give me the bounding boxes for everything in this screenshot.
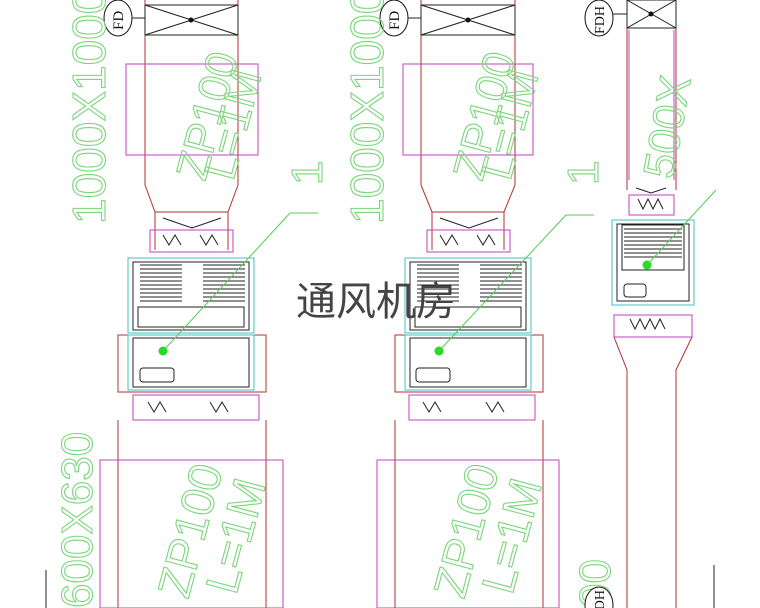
fan-section: [414, 306, 522, 328]
fdh-tag-bubble: [584, 586, 614, 608]
damper-pivot: [465, 17, 471, 23]
silencer-lower: [99, 459, 284, 608]
damper-pivot: [648, 11, 654, 17]
flex-connector: [426, 229, 511, 253]
flex-hatch: [439, 234, 496, 246]
duct-size-upper: 1000X1000: [341, 0, 393, 224]
flex-hatch: [637, 197, 664, 211]
fan-motor-frame: [132, 337, 250, 388]
fdh-tag-top: FDH: [593, 6, 608, 34]
fire-damper: [420, 4, 516, 36]
fdh-tag-bubble: [584, 0, 614, 37]
duct-wall: [675, 336, 693, 608]
fan-section: [621, 224, 685, 271]
silencer-lower: [376, 459, 560, 608]
silencer-upper: [402, 63, 534, 156]
fan-base: [394, 334, 544, 393]
leader-line: [646, 189, 717, 266]
check-damper: [162, 217, 222, 229]
flex-hatch: [629, 317, 666, 331]
fan-coil-block: [616, 223, 690, 302]
leader-line: [438, 214, 567, 352]
hvac-unit-1: FD 1 1000X1000 ZP100 L=1M: [52, 0, 333, 608]
leader-number: 1: [283, 161, 332, 185]
flex-hatch: [162, 234, 219, 246]
fan-motor-housing: [404, 334, 532, 391]
damper-pivot: [188, 17, 194, 23]
flex-hatch: [422, 401, 505, 413]
leader-line: [162, 212, 291, 352]
check-damper: [635, 187, 667, 194]
fan-section: [137, 306, 245, 328]
duct-size-upper: 500X: [635, 72, 701, 182]
fd-tag: FD: [111, 11, 127, 30]
fan-base: [117, 334, 267, 393]
fd-tag: FD: [387, 11, 403, 30]
fan-coil-block: [409, 261, 527, 331]
hvac-unit-3: FDH 500X 00 FDH: [570, 0, 717, 608]
check-damper: [439, 217, 499, 229]
fire-damper: [144, 4, 239, 36]
flex-connector: [149, 229, 234, 253]
fan-motor-frame: [409, 337, 527, 388]
fan-unit-housing: [127, 257, 255, 334]
fdh-tag-bottom: FDH: [593, 590, 608, 608]
fan-unit-housing: [611, 219, 695, 306]
flex-connector-lower: [408, 394, 536, 421]
motor: [139, 367, 175, 383]
flex-connector: [628, 194, 675, 216]
flex-hatch: [147, 401, 229, 413]
silencer-upper: [125, 63, 259, 156]
room-label: 通风机房: [296, 279, 456, 325]
flex-connector-lower: [613, 314, 693, 338]
motor: [623, 283, 647, 298]
duct-wall: [613, 336, 628, 608]
leader-number: 1: [559, 161, 608, 185]
duct-size-lower: 600X630: [53, 432, 102, 608]
coil-fins: [624, 228, 682, 258]
fan-motor-housing: [127, 334, 255, 391]
coil-fins: [140, 264, 245, 302]
flex-connector-lower: [132, 394, 260, 421]
hvac-unit-2: FD 1 1000X1000 ZP100 L=1M ZP100 L=1M: [340, 0, 609, 608]
duct-size-upper: 1000X1000: [63, 0, 115, 224]
duct-transition: [144, 184, 239, 213]
fan-unit-housing: [404, 257, 532, 334]
fan-coil-block: [132, 261, 250, 331]
motor: [415, 367, 451, 383]
duct-transition: [420, 184, 516, 213]
